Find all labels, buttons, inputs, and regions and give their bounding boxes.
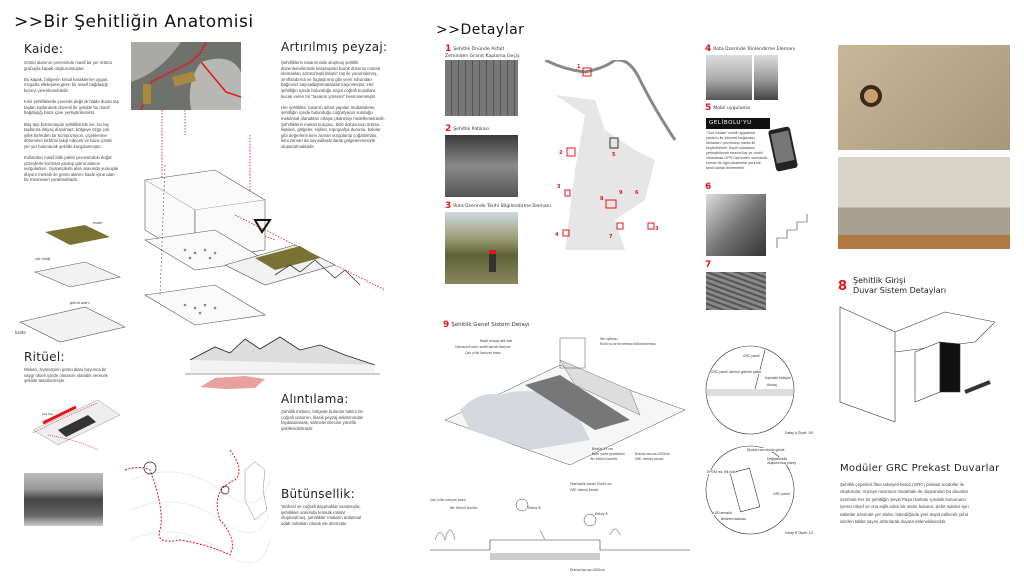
- detail-a-label: Kaynaklı birleşim: [765, 376, 791, 380]
- label-yol: yol izleği: [35, 257, 50, 261]
- kaide-layers-diagram: masif yol izleği gömü alanı kaide: [15, 221, 126, 343]
- page-title-right: >>Detaylar: [436, 22, 525, 38]
- callout: Kılıtlı su ornk drenaj kılıtılandırması: [600, 342, 656, 346]
- granite-paving-photo: [445, 60, 518, 116]
- section-label: Çok yıllık karışım bazo: [430, 498, 466, 502]
- path-photo: [445, 135, 518, 197]
- kaide-heading: Kaide:: [24, 42, 64, 56]
- map-marker[interactable]: 9: [619, 190, 623, 196]
- rituel-text: Mekan, ziyaretçinin gömü alanı boyunca b…: [24, 367, 108, 384]
- butunsellik-heading: Bütünsellik:: [281, 487, 355, 501]
- section-drawing: Çok yıllık karışım bazo Yer örtücü bordü…: [430, 482, 690, 572]
- path-texture-photo: [706, 272, 766, 310]
- label-masif: masif: [93, 221, 103, 225]
- app-text: "Son rotalar" mobil uygulama yardımı ile…: [706, 131, 768, 170]
- thematic-route-map: [124, 450, 271, 564]
- detail-6-label: 6: [705, 182, 712, 192]
- label-bas-tasi: baş taşı: [42, 412, 54, 416]
- section-label: Detay A: [595, 512, 609, 516]
- detail-a-label: Ankraj: [767, 383, 777, 387]
- map-marker[interactable]: 7: [609, 234, 613, 240]
- label-gomu: gömü alanı: [70, 301, 90, 305]
- section-label: GRC drenaj kanalı: [570, 488, 598, 492]
- section-label: Yer örtücü bordür: [450, 506, 478, 510]
- detail-b-label: LED armatür: [713, 511, 733, 515]
- callout: Çok yıllık karışım bazo: [465, 351, 501, 355]
- exploded-axonometric-diagram: [144, 110, 275, 326]
- section-label: Fiberoptik panel 50x50 cm: [570, 482, 612, 486]
- detail-circles-drawing: [705, 345, 795, 535]
- callout: Yan iştikası: [600, 337, 618, 341]
- detail-a-caption: Detay A Ölçek: 1/5: [785, 431, 813, 435]
- map-marker[interactable]: 6: [635, 190, 639, 196]
- alintilama-text: Şehitlik mekanı, bölgede bulunan hakim b…: [281, 409, 364, 431]
- detail-a-label: GRC panel: [743, 354, 760, 358]
- grc-heading: Modüler GRC Prekast Duvarlar: [840, 463, 1000, 474]
- callout: Yer örtücü bordür: [590, 457, 618, 461]
- callout: Galvanizli kutu profil konstrüksiyon: [455, 345, 511, 349]
- memorial-tablet-photo: [838, 157, 1010, 249]
- app-banner: GELİBOLU'YU KEŞFET: [706, 118, 770, 137]
- detail-a-label: GRC panel üzerine gömülü plaka: [711, 370, 761, 374]
- info-element-photo: [445, 212, 518, 284]
- detail-circles: GRC panel GRC panel üzerine gömülü plaka…: [705, 345, 830, 540]
- detail-7-label: 7: [705, 260, 712, 270]
- section-label: Drenaj borusu Ø20cm: [570, 567, 605, 572]
- signpost-detail-photo: [754, 55, 778, 100]
- signpost-photo: [706, 55, 752, 100]
- detail-b-label: Değiştirilebilir oluşturulmuş yüzey: [767, 457, 807, 465]
- peyzaj-heading: Artırılmış peyzaj:: [281, 40, 388, 54]
- phone-image: [767, 126, 799, 172]
- section-label: Detay B: [528, 506, 541, 510]
- map-marker[interactable]: 5: [612, 152, 616, 158]
- steps-photo: [706, 194, 766, 256]
- wall-isometric-detail: [839, 306, 995, 423]
- steps-section-drawing: [776, 214, 808, 248]
- memorial-ring-photo: [838, 45, 1010, 150]
- grc-text: Şehitlik çeperleri fiber takviyeli beton…: [840, 482, 969, 525]
- detail-b-label: EPDM rxs. fitil yüzü: [707, 470, 737, 474]
- ritual-diagram: baş taşı: [32, 399, 121, 450]
- callout: GRC drenaj kanalı: [635, 457, 663, 461]
- peyzaj-text: Şehitliklerin tasarımında oluşmuş şehitl…: [281, 60, 385, 149]
- callout: Kum yıkalı gradation: [592, 452, 625, 456]
- map-marker[interactable]: 4: [555, 232, 559, 238]
- page-title-left: >>Bir Şehitliğin Anatomisi: [14, 12, 254, 32]
- map-marker[interactable]: 3: [557, 184, 561, 190]
- detail-b-label: Epoksi cam önsüz gövde: [747, 448, 785, 452]
- map-marker[interactable]: 2: [559, 150, 563, 156]
- map-marker[interactable]: 3: [655, 226, 659, 232]
- map-marker[interactable]: 8: [600, 196, 604, 202]
- callout: Masif ahşap dek tab: [480, 339, 512, 343]
- aerial-photo: [131, 42, 241, 110]
- detail-b-label: GRC panel: [773, 492, 790, 496]
- system-detail-isometric: Masif ahşap dek tab Galvanizli kutu prof…: [444, 337, 686, 465]
- mountain-sketch: [185, 336, 380, 389]
- rituel-heading: Ritüel:: [24, 350, 65, 364]
- kaide-text: Gömü alanının çevresinde masif bir yer ö…: [24, 60, 119, 183]
- butunsellik-text: Tarihsel ve coğrafi dayanaklar vasıtasıy…: [281, 504, 362, 526]
- site-map: 1 2 3 4 5 6 7 8 9 3: [545, 60, 677, 250]
- label-kaide: kaide: [15, 330, 26, 335]
- map-marker[interactable]: 1: [577, 64, 581, 70]
- detail-b-caption: Detay B Ölçek: 1/2: [785, 531, 814, 535]
- callout: Drenaj borusu Ø20cm: [635, 451, 670, 456]
- landscape-layer-diagram: [225, 215, 386, 291]
- detail-b-label: Bedeten kablosu: [721, 517, 747, 521]
- callout: Bisküş 15 cm: [592, 447, 613, 451]
- alintilama-heading: Alıntılama:: [281, 392, 349, 406]
- historic-photo: [24, 473, 103, 526]
